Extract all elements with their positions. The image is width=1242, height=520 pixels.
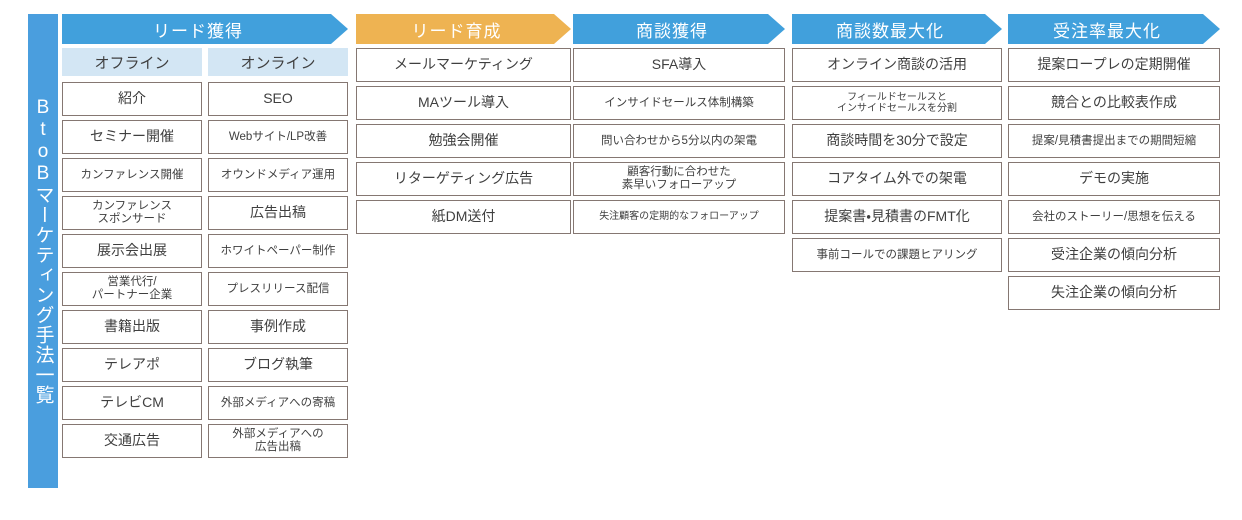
list-item[interactable]: 失注顧客の定期的なフォローアップ <box>573 200 785 234</box>
phase-column-meeting-acquisition: 商談獲得 SFA導入 インサイドセールス体制構築 問い合わせから5分以内の架電 … <box>573 14 785 234</box>
list-item[interactable]: 事例作成 <box>208 310 348 344</box>
list-item[interactable]: 外部メディアへの寄稿 <box>208 386 348 420</box>
subcolumn-pair-lead-acquisition: 紹介 セミナー開催 カンファレンス開催 カンファレンススポンサード 展示会出展 … <box>62 82 348 458</box>
phase-header-maximize-meetings[interactable]: 商談数最大化 <box>792 14 1002 44</box>
phase-header-lead-nurturing[interactable]: リード育成 <box>356 14 571 44</box>
list-item[interactable]: リターゲティング広告 <box>356 162 571 196</box>
phase-columns: リード獲得 オフライン オンライン 紹介 セミナー開催 カンファレンス開催 カン… <box>62 14 1234 504</box>
phase-header-maximize-win-rate[interactable]: 受注率最大化 <box>1008 14 1220 44</box>
item-list-meeting-acquisition: SFA導入 インサイドセールス体制構築 問い合わせから5分以内の架電 顧客行動に… <box>573 48 785 234</box>
list-item[interactable]: 問い合わせから5分以内の架電 <box>573 124 785 158</box>
list-item[interactable]: 展示会出展 <box>62 234 202 268</box>
list-item[interactable]: フィールドセールスとインサイドセールスを分割 <box>792 86 1002 120</box>
list-item[interactable]: 紙DM送付 <box>356 200 571 234</box>
list-item[interactable]: 紹介 <box>62 82 202 116</box>
list-item[interactable]: 会社のストーリー/思想を伝える <box>1008 200 1220 234</box>
list-item[interactable]: 外部メディアへの広告出稿 <box>208 424 348 458</box>
phase-header-lead-acquisition[interactable]: リード獲得 <box>62 14 348 44</box>
list-item[interactable]: 事前コールでの課題ヒアリング <box>792 238 1002 272</box>
list-item[interactable]: インサイドセールス体制構築 <box>573 86 785 120</box>
list-item[interactable]: コアタイム外での架電 <box>792 162 1002 196</box>
list-item[interactable]: セミナー開催 <box>62 120 202 154</box>
list-item[interactable]: 提案書・見積書のFMT化 <box>792 200 1002 234</box>
list-item[interactable]: 交通広告 <box>62 424 202 458</box>
phase-column-lead-acquisition: リード獲得 オフライン オンライン 紹介 セミナー開催 カンファレンス開催 カン… <box>62 14 348 458</box>
list-item[interactable]: オンライン商談の活用 <box>792 48 1002 82</box>
list-item[interactable]: デモの実施 <box>1008 162 1220 196</box>
list-item[interactable]: テレアポ <box>62 348 202 382</box>
sidebar-title-label: BtoBマーケティング手法一覧 <box>32 97 54 405</box>
list-item[interactable]: 顧客行動に合わせた素早いフォローアップ <box>573 162 785 196</box>
list-item[interactable]: ブログ執筆 <box>208 348 348 382</box>
subheader-offline: オフライン <box>62 48 202 76</box>
list-item[interactable]: テレビCM <box>62 386 202 420</box>
list-item[interactable]: オウンドメディア運用 <box>208 158 348 192</box>
list-item[interactable]: プレスリリース配信 <box>208 272 348 306</box>
item-list-offline: 紹介 セミナー開催 カンファレンス開催 カンファレンススポンサード 展示会出展 … <box>62 82 202 458</box>
phase-column-lead-nurturing: リード育成 メールマーケティング MAツール導入 勉強会開催 リターゲティング広… <box>356 14 571 234</box>
phase-column-maximize-meetings: 商談数最大化 オンライン商談の活用 フィールドセールスとインサイドセールスを分割… <box>792 14 1002 272</box>
phase-header-meeting-acquisition[interactable]: 商談獲得 <box>573 14 785 44</box>
list-item[interactable]: 営業代行/パートナー企業 <box>62 272 202 306</box>
list-item[interactable]: 商談時間を30分で設定 <box>792 124 1002 158</box>
list-item[interactable]: MAツール導入 <box>356 86 571 120</box>
item-list-maximize-win-rate: 提案ロープレの定期開催 競合との比較表作成 提案/見積書提出までの期間短縮 デモ… <box>1008 48 1220 310</box>
list-item[interactable]: 提案ロープレの定期開催 <box>1008 48 1220 82</box>
list-item[interactable]: Webサイト/LP改善 <box>208 120 348 154</box>
list-item[interactable]: カンファレンススポンサード <box>62 196 202 230</box>
list-item[interactable]: 書籍出版 <box>62 310 202 344</box>
phase-column-maximize-win-rate: 受注率最大化 提案ロープレの定期開催 競合との比較表作成 提案/見積書提出までの… <box>1008 14 1220 310</box>
item-list-maximize-meetings: オンライン商談の活用 フィールドセールスとインサイドセールスを分割 商談時間を3… <box>792 48 1002 272</box>
list-item[interactable]: 失注企業の傾向分析 <box>1008 276 1220 310</box>
subheader-online: オンライン <box>208 48 348 76</box>
item-list-online: SEO Webサイト/LP改善 オウンドメディア運用 広告出稿 ホワイトペーパー… <box>208 82 348 458</box>
list-item[interactable]: 受注企業の傾向分析 <box>1008 238 1220 272</box>
subheader-row-lead-acquisition: オフライン オンライン <box>62 48 348 76</box>
list-item[interactable]: 競合との比較表作成 <box>1008 86 1220 120</box>
list-item[interactable]: 広告出稿 <box>208 196 348 230</box>
list-item[interactable]: ホワイトペーパー制作 <box>208 234 348 268</box>
sidebar-title-bar: BtoBマーケティング手法一覧 <box>28 14 58 488</box>
list-item[interactable]: 提案/見積書提出までの期間短縮 <box>1008 124 1220 158</box>
list-item[interactable]: SEO <box>208 82 348 116</box>
list-item[interactable]: 勉強会開催 <box>356 124 571 158</box>
list-item[interactable]: メールマーケティング <box>356 48 571 82</box>
list-item[interactable]: SFA導入 <box>573 48 785 82</box>
item-list-lead-nurturing: メールマーケティング MAツール導入 勉強会開催 リターゲティング広告 紙DM送… <box>356 48 571 234</box>
list-item[interactable]: カンファレンス開催 <box>62 158 202 192</box>
